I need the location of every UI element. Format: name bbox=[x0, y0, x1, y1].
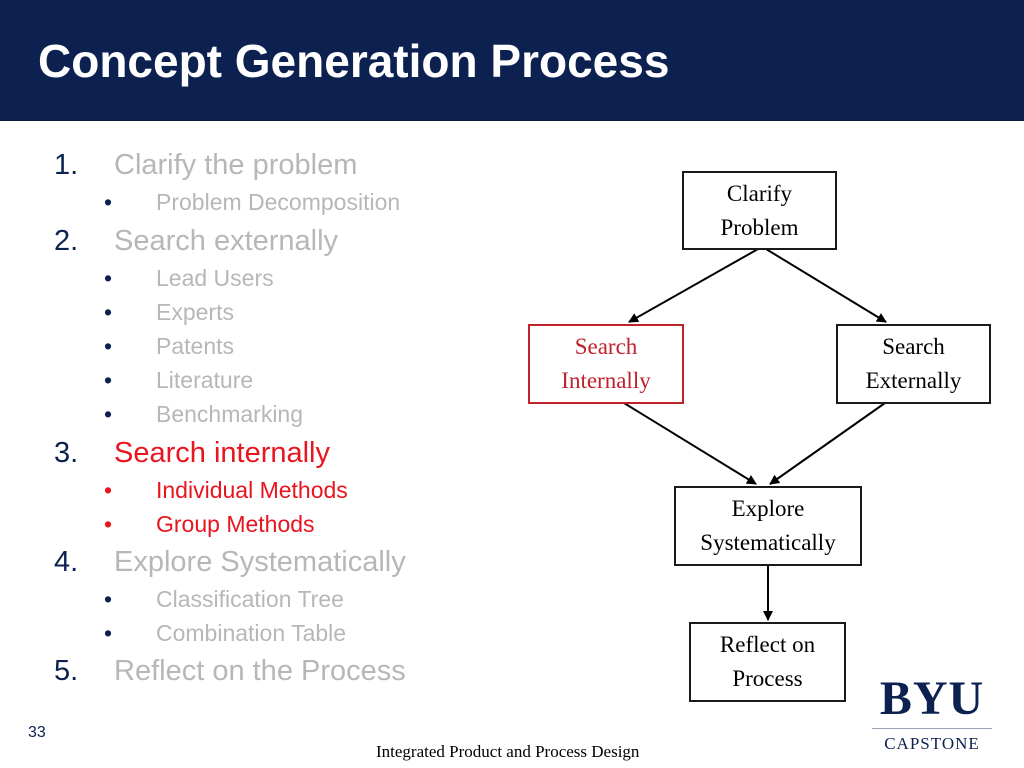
subitem-text: Literature bbox=[156, 367, 254, 393]
subitem-text: Benchmarking bbox=[156, 401, 304, 427]
footer-course-title: Integrated Product and Process Design bbox=[376, 742, 640, 761]
bullet: • bbox=[104, 401, 113, 427]
bullet: • bbox=[104, 265, 113, 291]
subitem-text: Lead Users bbox=[156, 265, 274, 291]
box-line: Search bbox=[574, 334, 638, 359]
box-line: Systematically bbox=[700, 530, 836, 555]
slide-number: 33 bbox=[28, 724, 46, 741]
subitem-text: Experts bbox=[156, 299, 234, 325]
bullet: • bbox=[104, 586, 113, 612]
bullet: • bbox=[104, 189, 113, 215]
box-line: Externally bbox=[865, 368, 962, 393]
connector-internal-to-explore bbox=[623, 402, 757, 485]
box-line: Reflect on bbox=[719, 632, 816, 657]
item-text: Reflect on the Process bbox=[114, 655, 406, 687]
box-reflect-on-process: Reflect on Process bbox=[689, 622, 846, 702]
item-number: 2. bbox=[54, 225, 79, 257]
bullet: • bbox=[104, 477, 113, 503]
connector-external-to-explore bbox=[769, 402, 886, 485]
logo-capstone-wordmark: CAPSTONE bbox=[884, 734, 980, 753]
byu-capstone-logo: BYU CAPSTONE bbox=[866, 674, 998, 758]
logo-divider bbox=[872, 728, 992, 729]
item-number: 1. bbox=[54, 149, 79, 181]
box-line: Problem bbox=[720, 214, 799, 240]
item-text: Clarify the problem bbox=[114, 149, 358, 181]
subitem-text: Patents bbox=[156, 333, 234, 359]
item-number: 3. bbox=[54, 437, 79, 469]
title-bar: Concept Generation Process bbox=[0, 0, 1024, 121]
item-number: 5. bbox=[54, 655, 79, 687]
bullet: • bbox=[104, 511, 113, 537]
subitem-text: Classification Tree bbox=[156, 586, 344, 612]
item-text: Search internally bbox=[114, 437, 330, 469]
subitem-text: Individual Methods bbox=[156, 477, 348, 503]
slide-title: Concept Generation Process bbox=[38, 35, 670, 87]
bullet: • bbox=[104, 299, 113, 325]
item-text: Explore Systematically bbox=[114, 546, 406, 578]
subitem-text: Group Methods bbox=[156, 511, 315, 537]
item-number: 4. bbox=[54, 546, 79, 578]
logo-byu-wordmark: BYU bbox=[879, 672, 985, 725]
subitem-text: Combination Table bbox=[156, 620, 347, 646]
bullet: • bbox=[104, 620, 113, 646]
connector-clarify-to-external bbox=[765, 248, 887, 323]
box-line: Explore bbox=[731, 496, 805, 521]
box-line: Clarify bbox=[726, 180, 793, 206]
bullet: • bbox=[104, 367, 113, 393]
box-line: Process bbox=[732, 666, 803, 691]
item-text: Search externally bbox=[114, 225, 339, 257]
box-line: Search bbox=[882, 334, 945, 359]
bullet: • bbox=[104, 333, 113, 359]
subitem-text: Problem Decomposition bbox=[156, 189, 401, 215]
box-line: Internally bbox=[561, 368, 651, 393]
connector-clarify-to-internal bbox=[628, 248, 759, 323]
